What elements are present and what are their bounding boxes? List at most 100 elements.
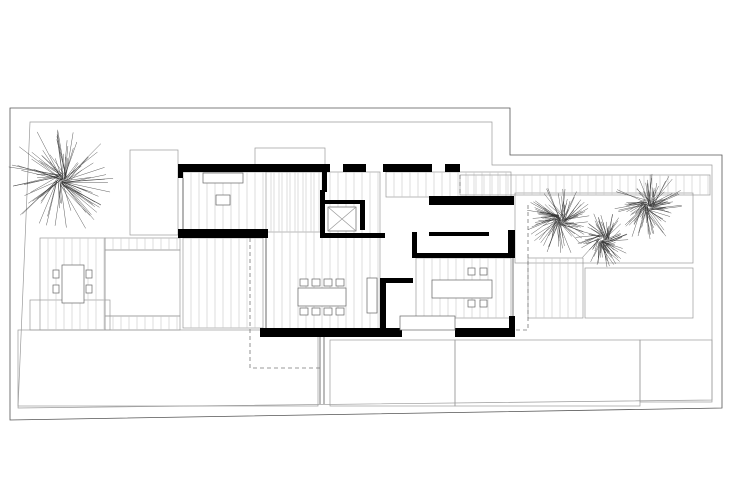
- tree-branch: [594, 220, 605, 238]
- tree-branch: [650, 207, 666, 211]
- tree-branch: [63, 141, 78, 180]
- tree-branch: [616, 191, 648, 201]
- tree-branch: [61, 182, 97, 213]
- tree-branch: [54, 180, 62, 226]
- tree-branch: [638, 192, 650, 201]
- tree-branch: [40, 179, 59, 202]
- tree-branch: [40, 162, 63, 177]
- tree-branch: [605, 233, 627, 244]
- site-boundary: [9, 107, 723, 421]
- tree-branch: [559, 221, 572, 237]
- chair: [311, 307, 321, 316]
- tree-branch: [49, 154, 66, 176]
- tree-branch: [61, 185, 83, 195]
- tree-branch: [549, 220, 557, 247]
- tree-branch: [644, 207, 651, 235]
- tree-branch: [527, 217, 558, 230]
- tree-branch: [12, 175, 59, 187]
- tree-branch: [543, 219, 556, 246]
- tree-branch: [59, 181, 62, 204]
- tree-branch: [648, 198, 667, 206]
- chair: [299, 307, 309, 316]
- tree-branch: [560, 225, 578, 228]
- tree-branch: [17, 165, 62, 180]
- tree-branch: [64, 162, 94, 182]
- tree-branch: [60, 181, 67, 228]
- tree-branch: [633, 204, 646, 222]
- tree-branch: [565, 202, 580, 222]
- tree-branch: [41, 155, 64, 178]
- tree-branch: [531, 216, 557, 228]
- tree: [8, 129, 114, 229]
- tree-branch: [604, 220, 619, 241]
- tree-branch: [546, 188, 561, 220]
- tree-branch: [20, 178, 59, 216]
- tree-branch: [603, 217, 619, 241]
- tree-branch: [590, 240, 601, 262]
- tree-branch: [648, 207, 669, 212]
- tree-branch: [562, 198, 568, 220]
- chair: [335, 307, 345, 316]
- tree-branch: [649, 185, 659, 205]
- stool: [467, 299, 476, 308]
- tree-branch: [61, 151, 98, 181]
- tree-branch: [598, 217, 606, 238]
- tree-branch: [648, 194, 659, 206]
- paving: [319, 337, 713, 407]
- tree-branch: [562, 191, 577, 220]
- tree: [575, 213, 629, 268]
- tree-branch: [603, 235, 620, 241]
- tree: [527, 188, 590, 253]
- tree-branch: [61, 181, 87, 213]
- tree-branch: [37, 175, 60, 179]
- tree-branch: [651, 200, 668, 209]
- tree-branch: [594, 239, 599, 252]
- tree-branch: [61, 183, 96, 207]
- tree-branch: [559, 220, 585, 235]
- tree-branch: [644, 208, 655, 228]
- tree-branch: [60, 185, 91, 216]
- tree-branch: [540, 219, 559, 243]
- tree-branch: [535, 200, 561, 220]
- tree-branch: [591, 228, 604, 238]
- tree-branch: [61, 180, 72, 211]
- tree-branch: [30, 176, 58, 193]
- chair: [311, 278, 321, 287]
- tree-branch: [653, 176, 670, 206]
- tree-branch: [588, 223, 605, 236]
- tree-branch: [617, 189, 648, 204]
- tree-branch: [560, 223, 579, 231]
- tree-branch: [647, 204, 668, 209]
- tree-branch: [555, 222, 560, 241]
- tree-branch: [618, 203, 648, 211]
- tree: [614, 173, 682, 240]
- tree-branch: [558, 220, 561, 253]
- tree-branch: [563, 204, 565, 219]
- tree-branch: [602, 240, 619, 259]
- kitchen-island: [431, 279, 493, 299]
- tree-branch: [631, 205, 643, 237]
- tree-branch: [577, 235, 600, 244]
- tree-branch: [602, 240, 615, 251]
- tree-branch: [527, 210, 559, 216]
- tree-branch: [62, 177, 91, 182]
- tree-branch: [644, 210, 664, 234]
- tree-branch: [65, 157, 69, 179]
- tree-branch: [602, 240, 616, 257]
- tree-branch: [618, 203, 648, 212]
- tree-branch: [634, 203, 644, 215]
- tree-branch: [643, 191, 649, 205]
- tree-branch: [605, 242, 616, 246]
- tree-branch: [532, 216, 558, 219]
- tree-branch: [561, 213, 583, 222]
- chair: [85, 269, 93, 279]
- tree-branch: [641, 205, 648, 228]
- tree-branch: [560, 215, 590, 221]
- tree-branch: [599, 243, 606, 254]
- tree-branch: [31, 158, 63, 180]
- tree-branch: [647, 208, 667, 223]
- tree-branch: [650, 178, 673, 206]
- tree-branch: [558, 221, 572, 253]
- tree-branch: [58, 181, 60, 209]
